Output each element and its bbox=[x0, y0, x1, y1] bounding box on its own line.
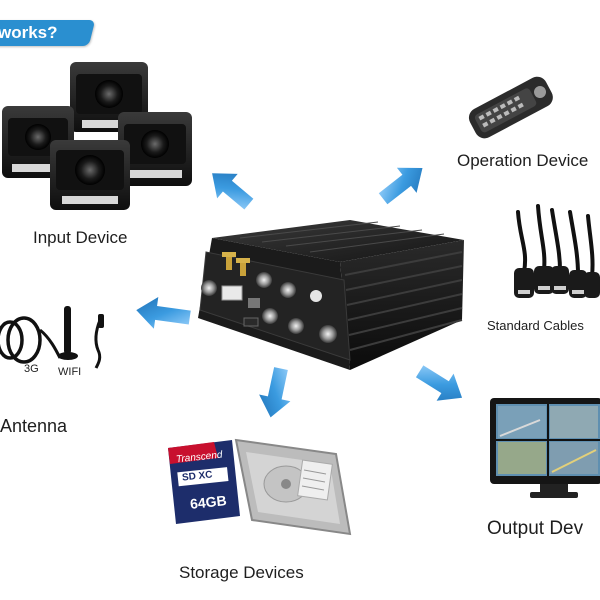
camera-right bbox=[118, 112, 192, 186]
operation-device-label: Operation Device bbox=[457, 151, 589, 170]
camera-front bbox=[50, 140, 130, 210]
header-badge-text: works? bbox=[0, 23, 58, 42]
input-device-label: Input Device bbox=[33, 228, 128, 247]
antenna-wifi-label: WIFI bbox=[58, 366, 82, 378]
antenna-label: Antenna bbox=[0, 416, 68, 436]
output-device-label: Output Dev bbox=[487, 518, 584, 539]
storage-devices-label: Storage Devices bbox=[179, 563, 304, 582]
antenna-3g-label: 3G bbox=[24, 363, 39, 375]
standard-cables-label: Standard Cables bbox=[487, 318, 584, 333]
